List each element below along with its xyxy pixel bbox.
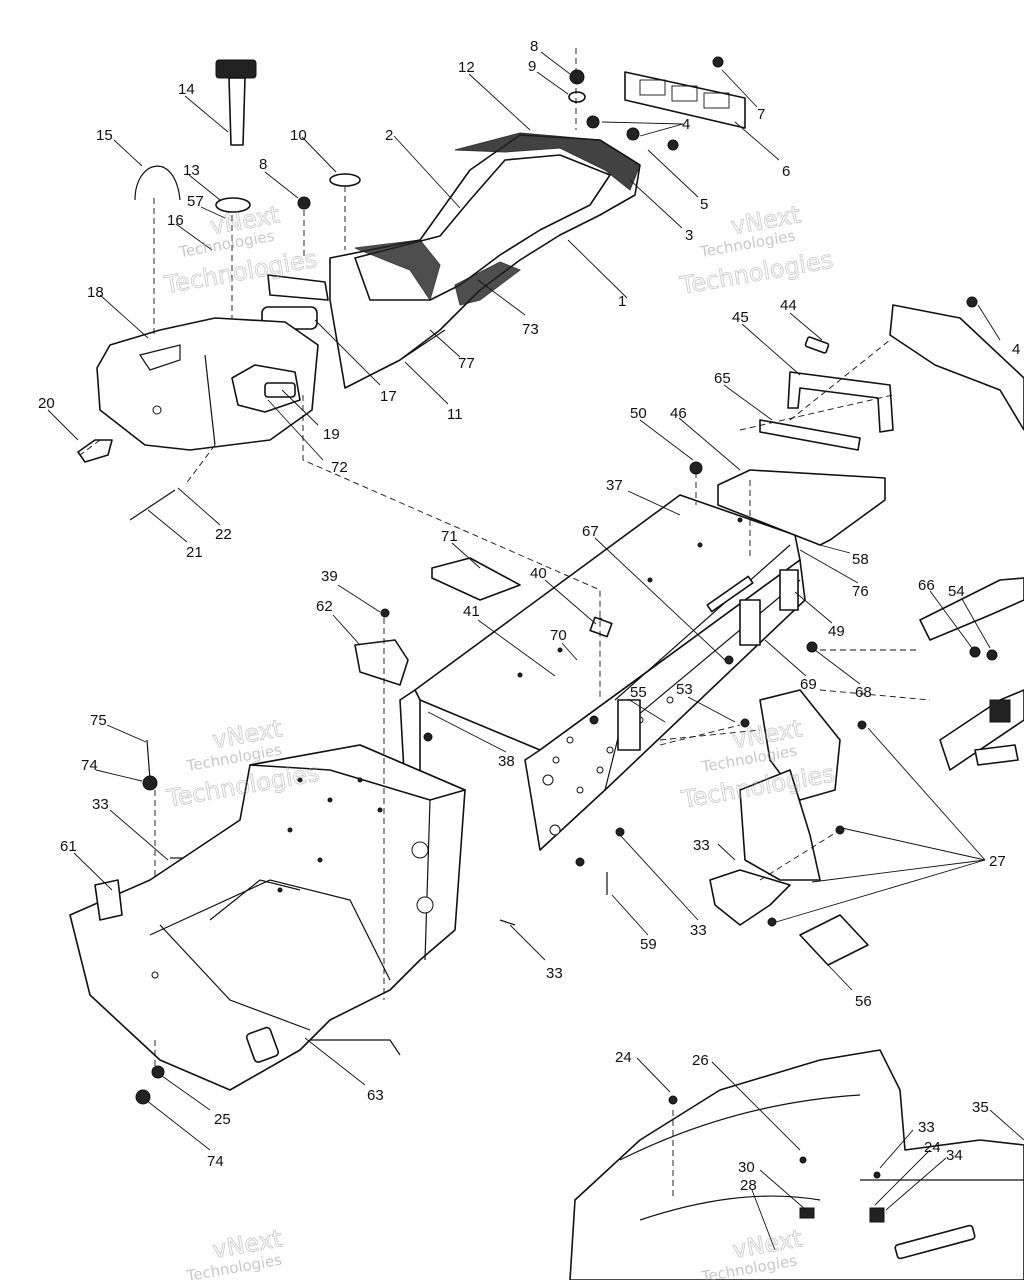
callout: 71	[441, 528, 458, 545]
callout: 68	[855, 684, 872, 701]
callout: 62	[316, 598, 333, 615]
callout: 56	[855, 993, 872, 1010]
callout: 3	[685, 227, 693, 244]
watermark: vNext Technologies Technologies	[677, 200, 835, 300]
callout: 57	[187, 193, 204, 210]
callout: 65	[714, 370, 731, 387]
callout: 50	[630, 405, 647, 422]
callout: 66	[918, 577, 935, 594]
callout: 8	[259, 156, 267, 173]
side-rail	[919, 577, 1024, 771]
callout: 37	[606, 477, 623, 494]
callout: 27	[989, 853, 1006, 870]
callout: 26	[692, 1052, 709, 1069]
callout: 33	[546, 965, 563, 982]
callout: 24	[924, 1139, 941, 1156]
callout: 35	[972, 1099, 989, 1116]
callout: 14	[178, 81, 195, 98]
callout: 39	[321, 568, 338, 585]
callout: 19	[323, 426, 340, 443]
hood	[569, 1049, 1024, 1280]
guide-lines	[79, 48, 931, 1200]
callout: 5	[700, 196, 708, 213]
rear-grille	[586, 56, 746, 151]
tunnel-holes	[517, 517, 743, 836]
callout: 77	[458, 355, 475, 372]
callout: 59	[640, 936, 657, 953]
callout: 38	[498, 753, 515, 770]
callout: 55	[630, 684, 647, 701]
frame-holes	[151, 777, 434, 979]
callout: 63	[367, 1087, 384, 1104]
callout: 75	[90, 712, 107, 729]
front-frame	[69, 744, 466, 1091]
callout: 70	[550, 627, 567, 644]
callout: 40	[530, 565, 547, 582]
callout: 21	[186, 544, 203, 561]
seat-assembly	[261, 132, 641, 389]
callout: 67	[582, 523, 599, 540]
callout: 6	[782, 163, 790, 180]
callout: 24	[615, 1049, 632, 1066]
fasteners	[135, 461, 981, 1105]
watermark: vNext Technologies	[184, 1224, 284, 1280]
callout: 11	[447, 406, 463, 423]
callout: 15	[96, 127, 113, 144]
callout: 1	[618, 293, 626, 310]
callout: 17	[380, 388, 397, 405]
center-brackets	[354, 557, 869, 966]
callout: 28	[740, 1177, 757, 1194]
callout: 49	[828, 623, 845, 640]
callout: 33	[693, 837, 710, 854]
callout: 34	[946, 1147, 963, 1164]
callout: 10	[290, 127, 307, 144]
callout: 61	[60, 838, 77, 855]
callout: 54	[948, 583, 965, 600]
callout: 73	[522, 321, 539, 338]
leader-lines	[47, 51, 1024, 1251]
callout: 13	[183, 162, 200, 179]
callout: 76	[852, 583, 869, 600]
callout: 74	[81, 757, 98, 774]
callout: 41	[463, 603, 480, 620]
rear-flap	[889, 296, 1024, 431]
callout: 46	[670, 405, 687, 422]
callout: 18	[87, 284, 104, 301]
callout: 58	[852, 551, 869, 568]
callout: 8	[530, 38, 538, 55]
callout: 33	[92, 796, 109, 813]
callout: 4	[682, 116, 690, 133]
callout: 7	[757, 106, 765, 123]
callout: 16	[167, 212, 184, 229]
callout: 12	[458, 59, 475, 76]
callout: 20	[38, 395, 55, 412]
callout: 45	[732, 309, 749, 326]
callout: 74	[207, 1153, 224, 1170]
callout: 72	[331, 459, 348, 476]
callout: 33	[918, 1119, 935, 1136]
callout: 30	[738, 1159, 755, 1176]
callout: 9	[528, 58, 536, 75]
callout: 69	[800, 676, 817, 693]
callout-labels: 1 2 3 4 5 6 7 8 9 8 10 11 12 13 14 15 16…	[38, 38, 1020, 1194]
callout: 22	[215, 526, 232, 543]
callout: 25	[214, 1111, 231, 1128]
callout: 4	[1012, 341, 1020, 358]
callout: 33	[690, 922, 707, 939]
callout: 53	[676, 681, 693, 698]
callout: 44	[780, 297, 797, 314]
callout: 2	[385, 127, 393, 144]
